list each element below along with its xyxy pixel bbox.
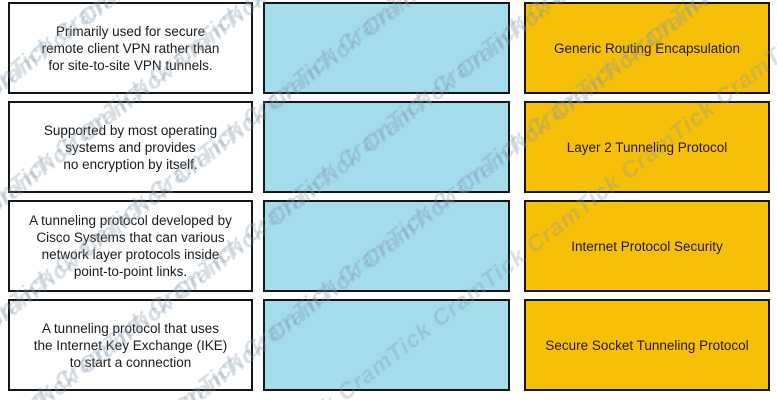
answer-text: Secure Socket Tunneling Protocol (545, 337, 749, 353)
match-row: Primarily used for secure remote client … (0, 2, 777, 96)
answer-card-2[interactable]: Layer 2 Tunneling Protocol (524, 101, 770, 193)
match-row: A tunneling protocol developed by Cisco … (0, 200, 777, 294)
match-row: A tunneling protocol that uses the Inter… (0, 299, 777, 393)
dropzone-1[interactable] (263, 2, 510, 94)
dropzone-4[interactable] (263, 299, 510, 391)
answer-card-1[interactable]: Generic Routing Encapsulation (524, 2, 770, 94)
description-card-1: Primarily used for secure remote client … (8, 2, 253, 94)
description-card-3: A tunneling protocol developed by Cisco … (8, 200, 253, 292)
description-text: A tunneling protocol that uses the Inter… (33, 320, 228, 370)
match-row: Supported by most operating systems and … (0, 101, 777, 195)
description-card-4: A tunneling protocol that uses the Inter… (8, 299, 253, 391)
answer-text: Generic Routing Encapsulation (553, 40, 741, 56)
description-text: Supported by most operating systems and … (43, 122, 218, 172)
description-card-2: Supported by most operating systems and … (8, 101, 253, 193)
dropzone-2[interactable] (263, 101, 510, 193)
answer-text: Internet Protocol Security (571, 238, 723, 254)
description-text: Primarily used for secure remote client … (41, 23, 220, 73)
answer-card-4[interactable]: Secure Socket Tunneling Protocol (524, 299, 770, 391)
answer-text: Layer 2 Tunneling Protocol (566, 139, 728, 155)
description-text: A tunneling protocol developed by Cisco … (29, 213, 232, 279)
answer-card-3[interactable]: Internet Protocol Security (524, 200, 770, 292)
dropzone-3[interactable] (263, 200, 510, 292)
